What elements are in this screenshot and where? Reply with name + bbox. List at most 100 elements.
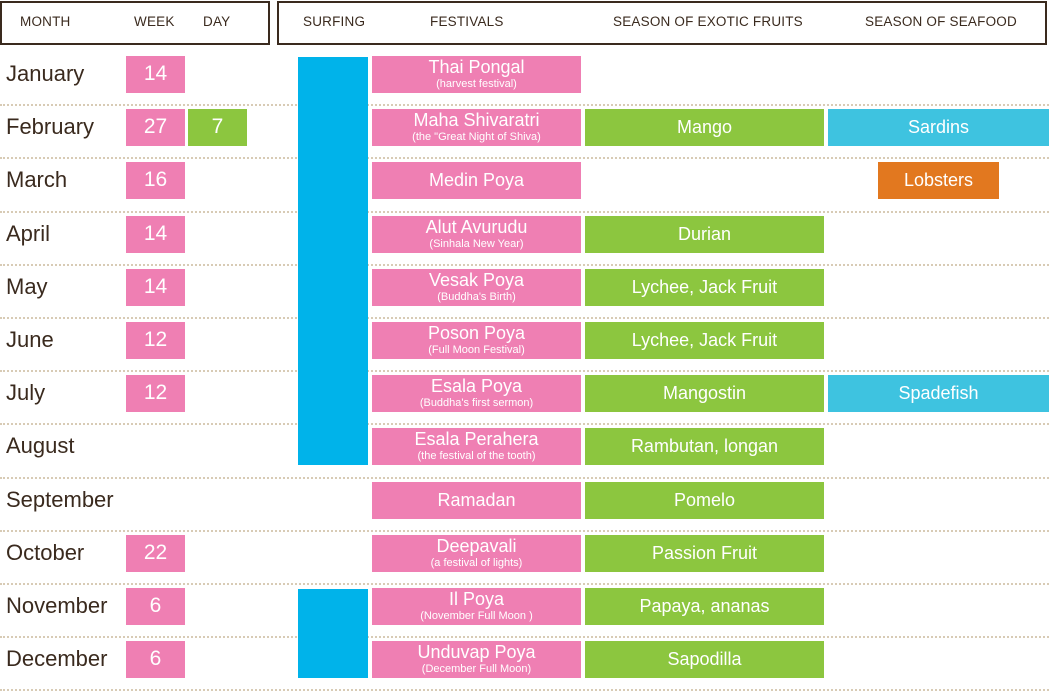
seafood-box: Spadefish <box>828 375 1049 412</box>
week-number: 14 <box>143 62 168 86</box>
fruit-box: Mango <box>585 109 824 146</box>
festival-box: Ramadan <box>372 482 581 519</box>
week-box: 14 <box>126 56 185 93</box>
month-label: October <box>6 540 85 565</box>
week-number: 6 <box>149 594 162 618</box>
fruit-box: Lychee, Jack Fruit <box>585 322 824 359</box>
festival-name: Unduvap Poya <box>417 642 536 663</box>
festival-name: Poson Poya <box>427 323 526 344</box>
seafood-name: Spadefish <box>898 383 979 404</box>
row-separator <box>0 370 1049 372</box>
surfing-season-bar <box>298 57 368 465</box>
month-label: April <box>6 221 51 246</box>
festival-box: Medin Poya <box>372 162 581 199</box>
month-label: March <box>6 167 68 192</box>
fruit-name: Papaya, ananas <box>639 596 770 617</box>
week-box: 27 <box>126 109 185 146</box>
festival-box: Vesak Poya(Buddha's Birth) <box>372 269 581 306</box>
festival-box: Unduvap Poya(December Full Moon) <box>372 641 581 678</box>
festival-note: (Buddha's Birth) <box>437 291 516 304</box>
fruit-name: Mangostin <box>662 383 747 404</box>
surfing-season-bar <box>298 589 368 678</box>
row-separator <box>0 583 1049 585</box>
week-number: 22 <box>143 541 168 565</box>
header-week: WEEK <box>134 14 175 29</box>
fruit-name: Rambutan, longan <box>630 436 779 457</box>
festival-name: Maha Shivaratri <box>413 110 540 131</box>
row-separator <box>0 530 1049 532</box>
fruit-name: Mango <box>676 117 733 138</box>
row-separator <box>0 477 1049 479</box>
seafood-name: Sardins <box>907 117 970 138</box>
week-number: 14 <box>143 222 168 246</box>
festival-box: Il Poya(November Full Moon ) <box>372 588 581 625</box>
fruit-name: Pomelo <box>673 490 736 511</box>
festival-name: Ramadan <box>437 490 516 511</box>
week-box: 14 <box>126 269 185 306</box>
header-surfing: SURFING <box>303 14 366 29</box>
fruit-name: Lychee, Jack Fruit <box>631 277 778 298</box>
month-label: December <box>6 646 108 671</box>
header-festivals: FESTIVALS <box>430 14 504 29</box>
festival-box: Deepavali(a festival of lights) <box>372 535 581 572</box>
row-separator <box>0 423 1049 425</box>
day-number: 7 <box>211 115 224 139</box>
seafood-box: Lobsters <box>878 162 999 199</box>
row-separator <box>0 264 1049 266</box>
festival-box: Esala Poya(Buddha's first sermon) <box>372 375 581 412</box>
month-label: February <box>6 114 95 139</box>
fruit-name: Sapodilla <box>667 649 742 670</box>
fruit-box: Passion Fruit <box>585 535 824 572</box>
month-label: May <box>6 274 48 299</box>
row-separator <box>0 636 1049 638</box>
header-month: MONTH <box>20 14 71 29</box>
festival-note: (a festival of lights) <box>430 557 523 570</box>
month-label: January <box>6 61 85 86</box>
month-label: November <box>6 593 108 618</box>
fruit-box: Pomelo <box>585 482 824 519</box>
week-box: 12 <box>126 375 185 412</box>
festival-box: Maha Shivaratri(the "Great Night of Shiv… <box>372 109 581 146</box>
week-number: 14 <box>143 275 168 299</box>
festival-name: Alut Avurudu <box>425 217 528 238</box>
month-label: July <box>6 380 46 405</box>
festival-name: Deepavali <box>436 536 517 557</box>
week-box: 6 <box>126 641 185 678</box>
row-separator <box>0 104 1049 106</box>
fruit-name: Lychee, Jack Fruit <box>631 330 778 351</box>
festival-note: (the festival of the tooth) <box>417 450 536 463</box>
day-box: 7 <box>188 109 247 146</box>
header-seafood: SEASON OF SEAFOOD <box>865 14 1017 29</box>
week-box: 6 <box>126 588 185 625</box>
fruit-name: Passion Fruit <box>651 543 758 564</box>
header-day: DAY <box>203 14 231 29</box>
festival-note: (harvest festival) <box>436 78 517 91</box>
week-number: 6 <box>149 647 162 671</box>
fruit-box: Lychee, Jack Fruit <box>585 269 824 306</box>
festival-name: Medin Poya <box>428 170 525 191</box>
week-box: 16 <box>126 162 185 199</box>
festival-name: Il Poya <box>448 589 505 610</box>
month-label: September <box>6 487 114 512</box>
festival-note: (Full Moon Festival) <box>428 344 525 357</box>
festival-name: Esala Perahera <box>414 429 539 450</box>
fruit-box: Sapodilla <box>585 641 824 678</box>
week-box: 12 <box>126 322 185 359</box>
festival-note: (December Full Moon) <box>421 663 532 676</box>
row-separator <box>0 317 1049 319</box>
festival-note: (Buddha's first sermon) <box>419 397 534 410</box>
fruit-box: Mangostin <box>585 375 824 412</box>
festival-name: Thai Pongal <box>428 57 525 78</box>
row-separator <box>0 211 1049 213</box>
seafood-name: Lobsters <box>903 170 974 191</box>
fruit-box: Rambutan, longan <box>585 428 824 465</box>
month-label: August <box>6 433 75 458</box>
header-left-box <box>0 1 270 45</box>
fruit-box: Durian <box>585 216 824 253</box>
festival-note: (Sinhala New Year) <box>429 238 524 251</box>
seafood-box: Sardins <box>828 109 1049 146</box>
festival-box: Esala Perahera(the festival of the tooth… <box>372 428 581 465</box>
fruit-box: Papaya, ananas <box>585 588 824 625</box>
festival-box: Poson Poya(Full Moon Festival) <box>372 322 581 359</box>
month-label: June <box>6 327 54 352</box>
